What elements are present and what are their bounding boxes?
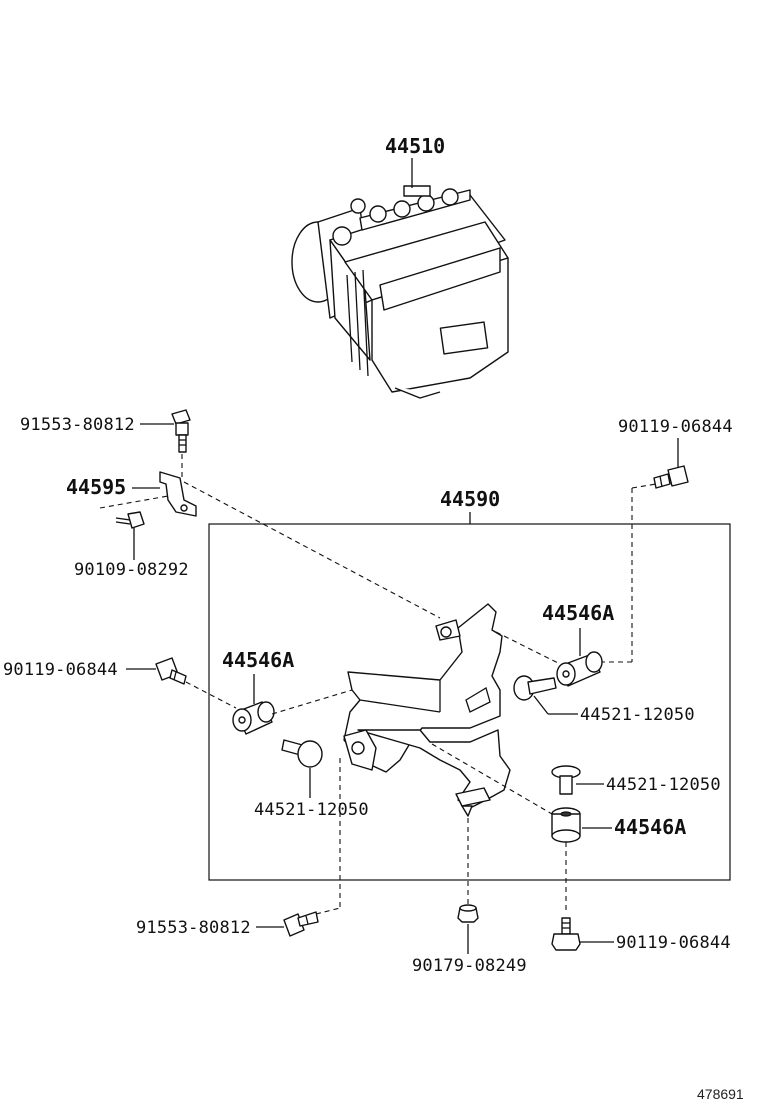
collar-44521-right-top[interactable] — [513, 675, 557, 701]
label-nut-90179: 90179-08249 — [412, 956, 527, 976]
label-collar-right-bottom: 44521-12050 — [606, 775, 721, 795]
label-screw-top-right: 90119-06844 — [618, 417, 733, 437]
bolt-91553-top-icon[interactable] — [171, 409, 191, 453]
leader-collar-right-top — [533, 695, 549, 715]
screw-90119-bottom-icon[interactable] — [551, 917, 581, 951]
cushion-44546a-right-bottom[interactable] — [551, 807, 581, 843]
label-44595: 44595 — [66, 475, 126, 499]
label-screw-bottom-right: 90119-06844 — [616, 933, 731, 953]
label-44510: 44510 — [385, 134, 445, 158]
label-bolt-top-left: 91553-80812 — [20, 415, 135, 435]
sensor-bracket-44595[interactable] — [159, 471, 197, 517]
bracket-assembly-box — [208, 523, 731, 881]
bolt-90109-icon[interactable] — [115, 511, 145, 529]
nut-90179-icon[interactable] — [457, 904, 479, 923]
collar-44521-left[interactable] — [281, 739, 323, 768]
collar-44521-right-bottom[interactable] — [551, 765, 581, 795]
label-collar-right-top: 44521-12050 — [580, 705, 695, 725]
label-44590: 44590 — [440, 487, 500, 511]
label-screw-left: 90119-06844 — [3, 660, 118, 680]
label-collar-left: 44521-12050 — [254, 800, 369, 820]
label-bolt-bottom-left: 91553-80812 — [136, 918, 251, 938]
abs-actuator-unit[interactable] — [291, 185, 509, 399]
diagram-id: 478691 — [697, 1086, 744, 1102]
label-cushion-right-bottom: 44546A — [614, 815, 686, 839]
actuator-bracket[interactable] — [343, 603, 511, 817]
screw-90119-left-icon[interactable] — [155, 657, 187, 685]
screw-90119-top-icon[interactable] — [653, 465, 689, 489]
cushion-44546a-right-top[interactable] — [556, 651, 603, 687]
label-cushion-right-top: 44546A — [542, 601, 614, 625]
label-90109: 90109-08292 — [74, 560, 189, 580]
bolt-91553-bottom-icon[interactable] — [283, 911, 319, 937]
label-cushion-left: 44546A — [222, 648, 294, 672]
cushion-44546a-left[interactable] — [232, 701, 275, 735]
